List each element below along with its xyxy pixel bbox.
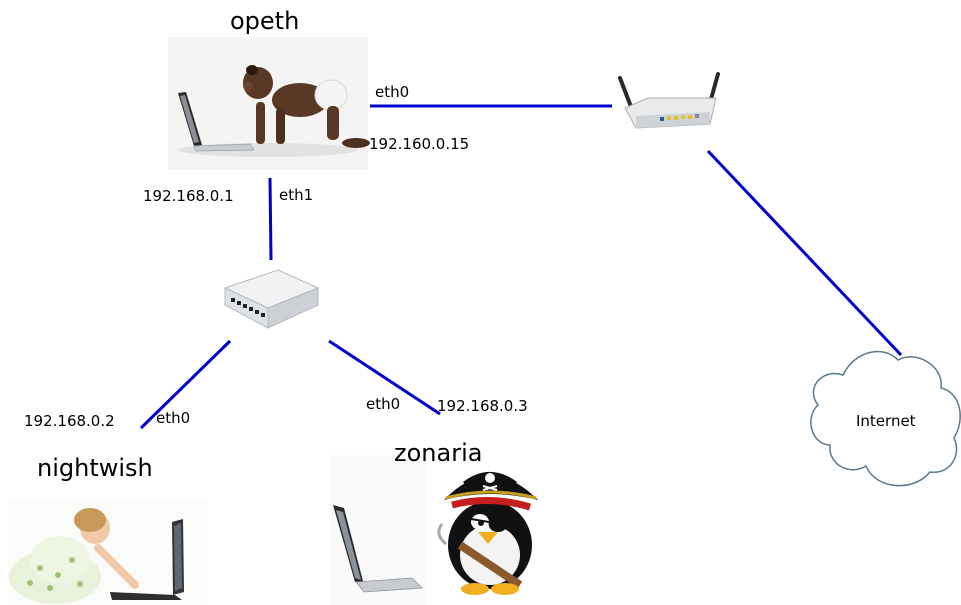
laptop-icon bbox=[110, 519, 184, 600]
switch-icon bbox=[223, 269, 320, 329]
ip-label-nightwish: 192.168.0.2 bbox=[24, 412, 115, 430]
ip-label-opeth-eth0: 192.160.0.15 bbox=[369, 135, 470, 153]
iface-label-opeth-eth0: eth0 bbox=[375, 83, 410, 101]
host-label-zonaria: zonaria bbox=[394, 439, 483, 467]
link-opeth-switch bbox=[268, 177, 273, 261]
pirate-penguin-icon bbox=[437, 472, 538, 595]
cloud-label-internet: Internet bbox=[856, 412, 916, 430]
link-switch-zonaria bbox=[328, 339, 441, 416]
laptop-icon bbox=[178, 92, 255, 152]
nightwish-photo bbox=[8, 502, 208, 605]
iface-label-opeth-eth1: eth1 bbox=[279, 186, 314, 204]
iface-label-zonaria-eth0: eth0 bbox=[366, 395, 401, 413]
opeth-photo bbox=[168, 37, 370, 170]
network-links bbox=[139, 104, 903, 430]
iface-label-nightwish-eth0: eth0 bbox=[156, 409, 191, 427]
host-label-nightwish: nightwish bbox=[37, 454, 153, 482]
baby-figure bbox=[243, 65, 370, 148]
zonaria-laptop-photo bbox=[330, 455, 426, 605]
router-icon bbox=[618, 72, 720, 129]
ip-label-zonaria: 192.168.0.3 bbox=[437, 397, 528, 415]
ip-label-opeth-eth1: 192.168.0.1 bbox=[143, 187, 234, 205]
link-router-internet bbox=[706, 149, 903, 357]
host-label-opeth: opeth bbox=[230, 7, 300, 35]
cloud-icon bbox=[810, 350, 961, 487]
child-figure bbox=[9, 508, 139, 604]
link-switch-nightwish bbox=[139, 339, 232, 430]
